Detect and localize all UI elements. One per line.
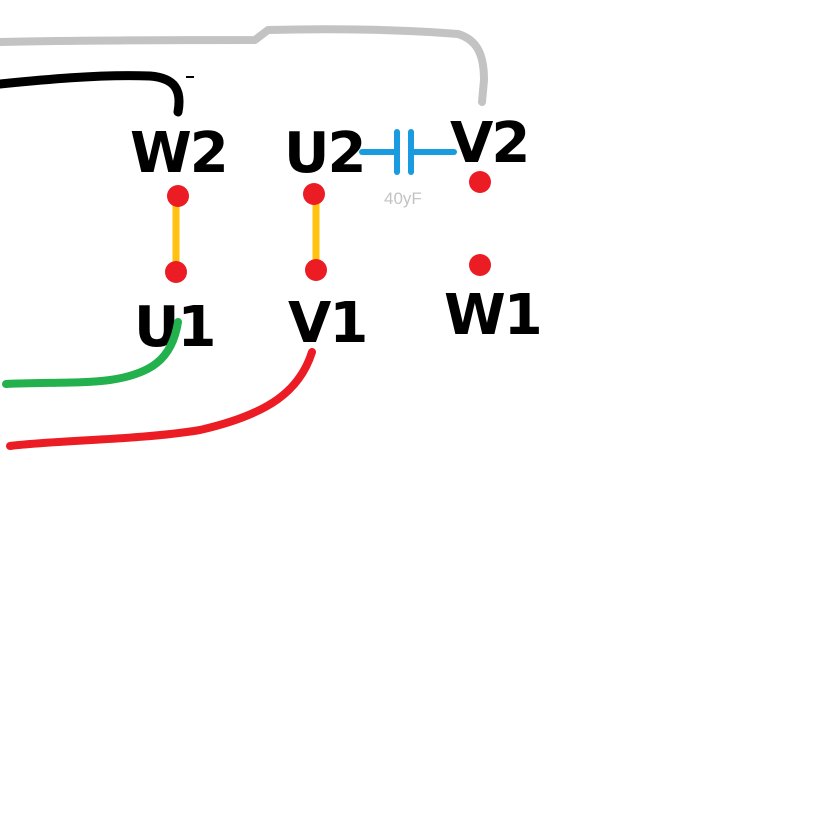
terminal-label-w1: W1	[444, 283, 541, 348]
terminal-label-v1: V1	[288, 291, 366, 356]
red-wire	[6, 348, 316, 450]
green-wire	[2, 318, 182, 388]
terminal-dot-v2	[469, 171, 491, 193]
terminal-label-w2: W2	[130, 121, 227, 186]
black-wire	[0, 71, 184, 117]
terminal-dot-w2	[167, 185, 189, 207]
capacitor-value-label: 40yF	[384, 189, 422, 208]
capacitor-symbol	[359, 129, 457, 175]
terminal-dot-u1	[165, 261, 187, 283]
terminal-dot-v1	[305, 259, 327, 281]
terminal-dot-u2	[303, 183, 325, 205]
terminal-label-v2: V2	[450, 111, 528, 176]
terminal-dot-w1	[469, 254, 491, 276]
gray-wire	[0, 25, 488, 106]
terminal-label-u2: U2	[284, 121, 364, 186]
